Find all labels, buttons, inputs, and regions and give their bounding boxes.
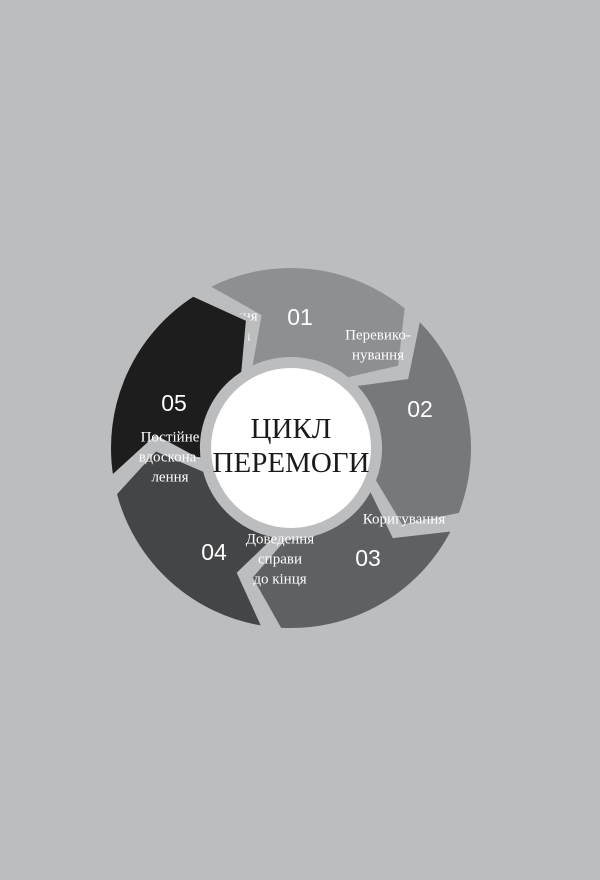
cycle-arrow-shape bbox=[349, 314, 475, 529]
segment-label-line: лення bbox=[151, 469, 188, 485]
cycle-segment-04: 04 Доведення справи до кінця bbox=[112, 446, 315, 631]
segment-label-line: справи bbox=[258, 551, 302, 567]
center-circle bbox=[211, 368, 371, 528]
segment-label-line: нування bbox=[352, 347, 404, 363]
cycle-arrow-shape bbox=[202, 264, 409, 382]
segment-label-line: Коригування bbox=[363, 511, 446, 527]
segments-layer: 01Ухваленнярішення02Перевико-нування03Ко… bbox=[107, 264, 475, 633]
segment-label-line: Постійне bbox=[141, 429, 200, 445]
segment-number: 04 bbox=[201, 539, 227, 565]
cycle-arrow-shape bbox=[247, 483, 458, 633]
cycle-segment-03: 03 Коригування bbox=[247, 483, 458, 633]
segment-label-line: до кінця bbox=[253, 571, 306, 587]
cycle-arrow-shape bbox=[107, 292, 251, 482]
cycle-segment-02: 02 Перевико-нування bbox=[345, 314, 475, 529]
center-hub: ЦИКЛ ПЕРЕМОГИ bbox=[211, 368, 371, 528]
segment-label-line: Перевико- bbox=[345, 327, 411, 343]
center-title-line2: ПЕРЕМОГИ bbox=[213, 447, 370, 479]
segment-label-line: вдоскона- bbox=[139, 449, 202, 465]
segment-number: 02 bbox=[407, 396, 433, 422]
segment-number: 01 bbox=[287, 304, 313, 330]
segment-number: 03 bbox=[355, 545, 381, 571]
cycle-arrow-shape bbox=[112, 446, 283, 631]
center-title-line1: ЦИКЛ bbox=[251, 413, 332, 445]
segment-label-line: Доведення bbox=[246, 531, 315, 547]
segment-number: 05 bbox=[161, 390, 187, 416]
